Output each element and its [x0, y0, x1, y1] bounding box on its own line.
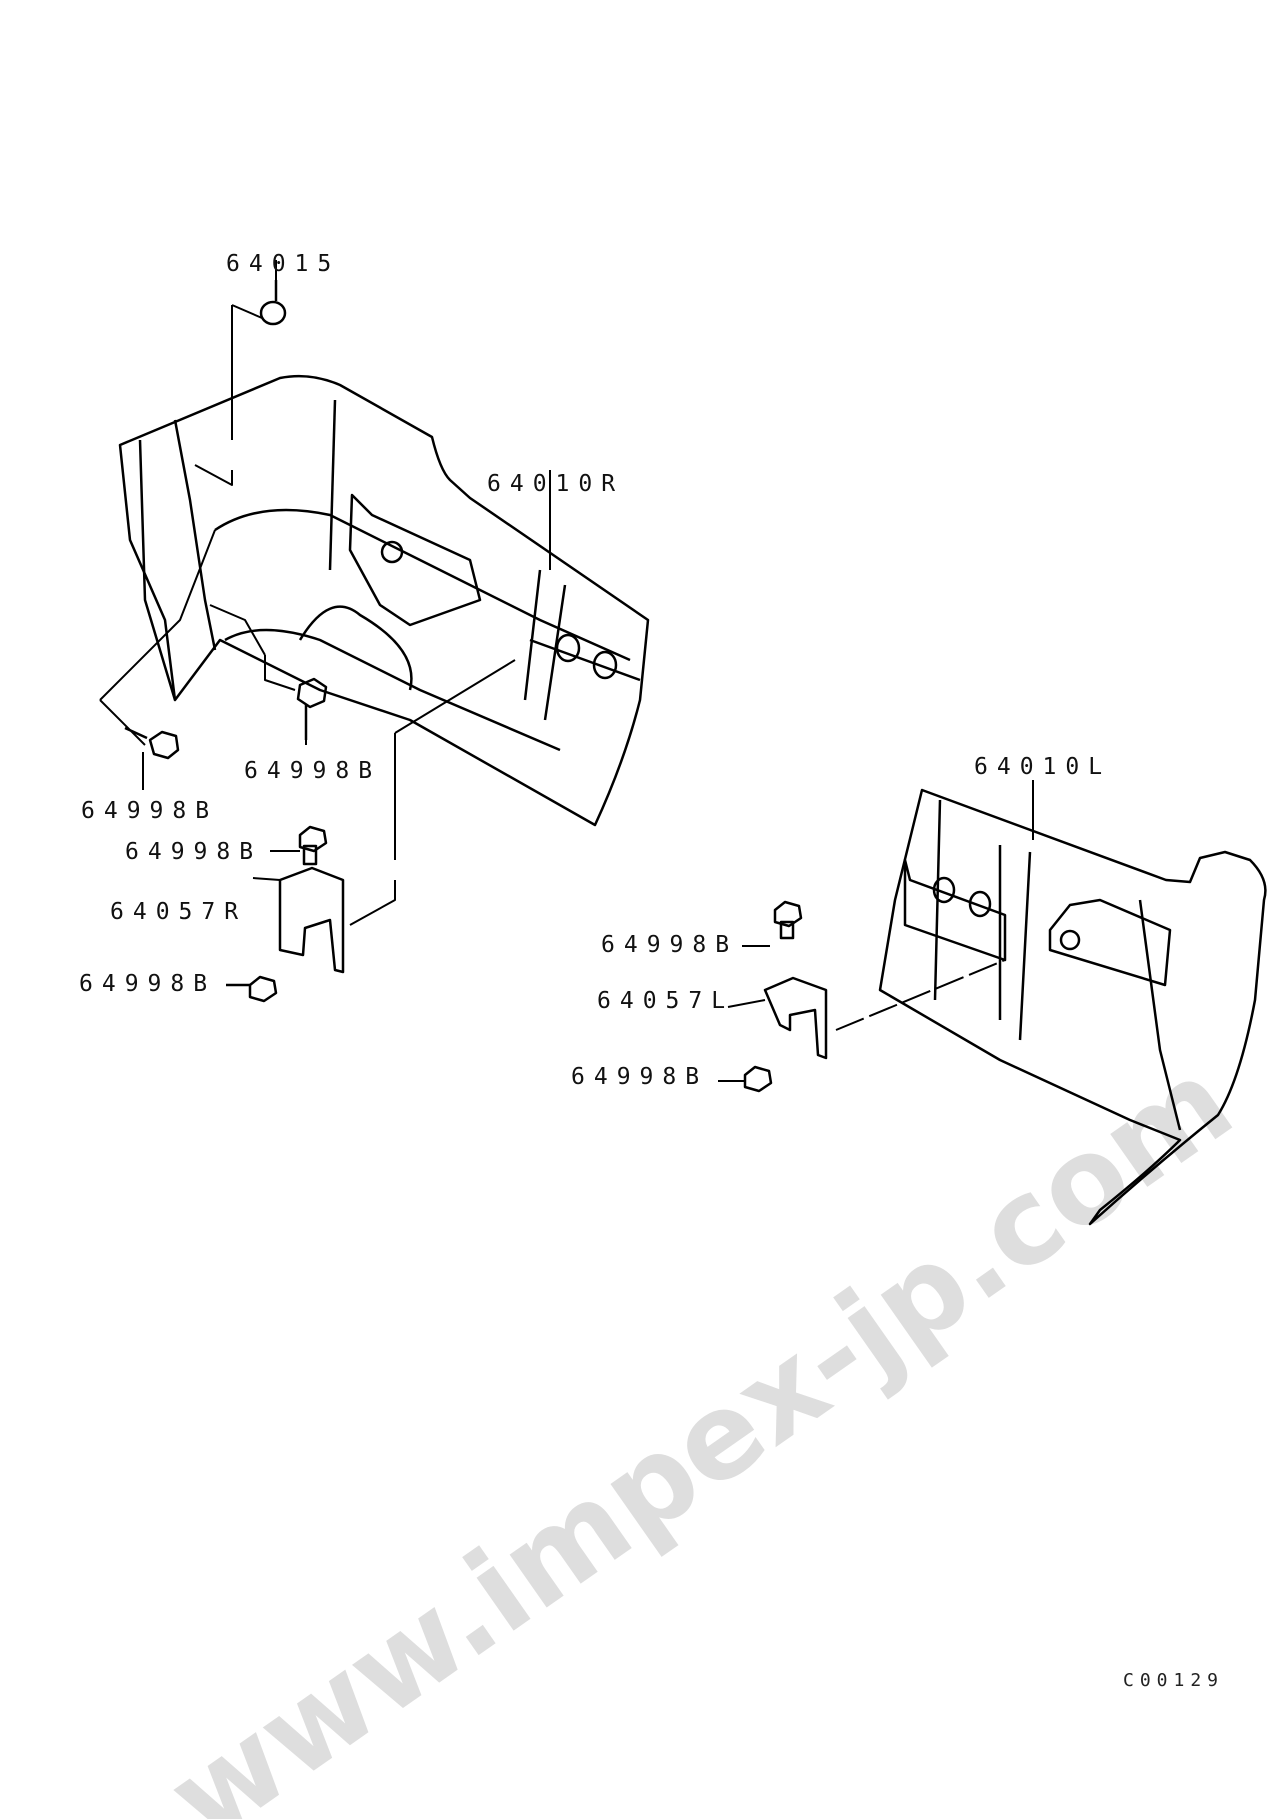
callout-64010L[interactable]: 64010L	[974, 754, 1112, 780]
callout-64998B[interactable]: 64998B	[79, 971, 217, 997]
bumper-left-drawing	[878, 788, 1267, 1226]
callout-64057L[interactable]: 64057L	[597, 988, 735, 1014]
bumper-right-drawing	[118, 374, 650, 827]
callout-64998B[interactable]: 64998B	[125, 839, 263, 865]
callout-64998B[interactable]: 64998B	[244, 758, 382, 784]
callout-64057R[interactable]: 64057R	[110, 899, 248, 925]
cap-drawing	[259, 280, 287, 326]
callout-64998B[interactable]: 64998B	[601, 932, 739, 958]
callout-64998B[interactable]: 64998B	[571, 1064, 709, 1090]
bracket-drawings	[278, 866, 828, 1060]
callout-64998B[interactable]: 64998B	[81, 798, 219, 824]
callout-64010R[interactable]: 64010R	[487, 471, 625, 497]
leader-lines	[99, 260, 1034, 1082]
diagram-code: C00129	[1123, 1670, 1225, 1691]
bolt-drawings	[124, 677, 803, 1093]
callout-64015[interactable]: 64015	[226, 251, 341, 277]
